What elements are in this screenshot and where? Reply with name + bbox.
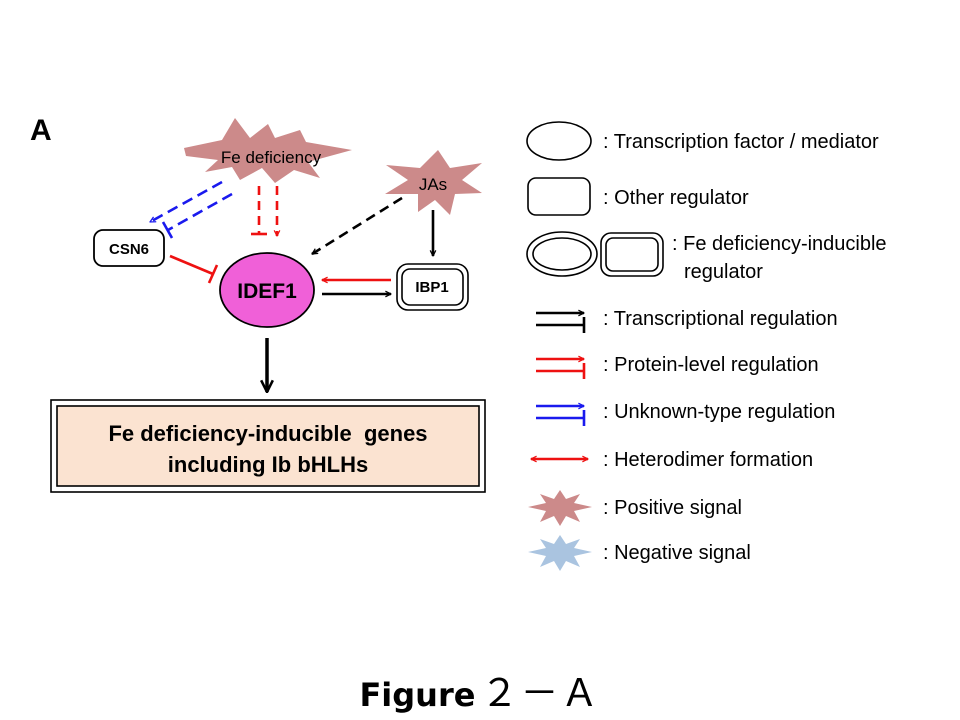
legend-double-rect-symbol bbox=[600, 232, 664, 277]
legend-transcriptional: : Transcriptional regulation bbox=[603, 308, 838, 330]
legend-protein-level: : Protein-level regulation bbox=[603, 354, 819, 376]
target-genes-box-inner bbox=[56, 405, 480, 487]
csn6-label: CSN6 bbox=[109, 241, 149, 258]
figure-caption-word: Figure bbox=[359, 676, 476, 714]
target-genes-line1: Fe deficiency-inducible genes bbox=[108, 421, 427, 446]
ibp1-node-inner bbox=[401, 268, 464, 306]
legend-positive-signal-icon bbox=[528, 490, 592, 526]
legend-rect-symbol bbox=[527, 177, 591, 216]
legend-heterodimer: : Heterodimer formation bbox=[603, 449, 813, 471]
legend-double-ellipse-symbol bbox=[526, 231, 598, 277]
legend-double-rect-inner bbox=[605, 237, 659, 272]
legend-negative-signal-icon bbox=[528, 535, 592, 571]
jas-to-idef1 bbox=[312, 196, 403, 256]
legend-negative-signal: : Negative signal bbox=[603, 542, 751, 564]
figure-caption: Figure ２－Ａ bbox=[0, 662, 960, 715]
jas-signal bbox=[385, 150, 482, 215]
jas-label: JAs bbox=[419, 175, 447, 194]
fe-to-csn6-blue-arrow bbox=[150, 180, 223, 224]
legend-other-regulator: : Other regulator bbox=[603, 187, 749, 209]
fe-to-csn6-blue-bar-head bbox=[161, 221, 174, 239]
legend-double-ellipse-inner bbox=[532, 237, 592, 271]
ibp1-node bbox=[396, 263, 469, 311]
ibp1-label: IBP1 bbox=[415, 279, 448, 296]
csn6-node bbox=[93, 229, 165, 267]
fe-to-csn6-blue-bar bbox=[167, 192, 233, 232]
legend-positive-signal: : Positive signal bbox=[603, 497, 742, 519]
idef1-label: IDEF1 bbox=[237, 280, 297, 303]
legend-transcription-factor: : Transcription factor / mediator bbox=[603, 131, 879, 153]
panel-label: A bbox=[30, 114, 52, 147]
idef1-node bbox=[219, 252, 315, 328]
target-genes-line2: including Ib bHLHs bbox=[168, 452, 368, 477]
csn6-inhibits-idef1-bar bbox=[207, 264, 219, 284]
legend-unknown-type: : Unknown-type regulation bbox=[603, 401, 835, 423]
fe-deficiency-signal bbox=[184, 118, 352, 183]
legend-fe-inducible-line1: : Fe deficiency-inducible bbox=[672, 233, 887, 255]
legend-ellipse-symbol bbox=[526, 121, 592, 161]
csn6-inhibits-idef1 bbox=[169, 254, 214, 276]
fe-deficiency-label: Fe deficiency bbox=[221, 148, 322, 167]
legend-fe-inducible-line2: regulator bbox=[684, 261, 763, 283]
figure-caption-number: ２－Ａ bbox=[480, 671, 601, 715]
